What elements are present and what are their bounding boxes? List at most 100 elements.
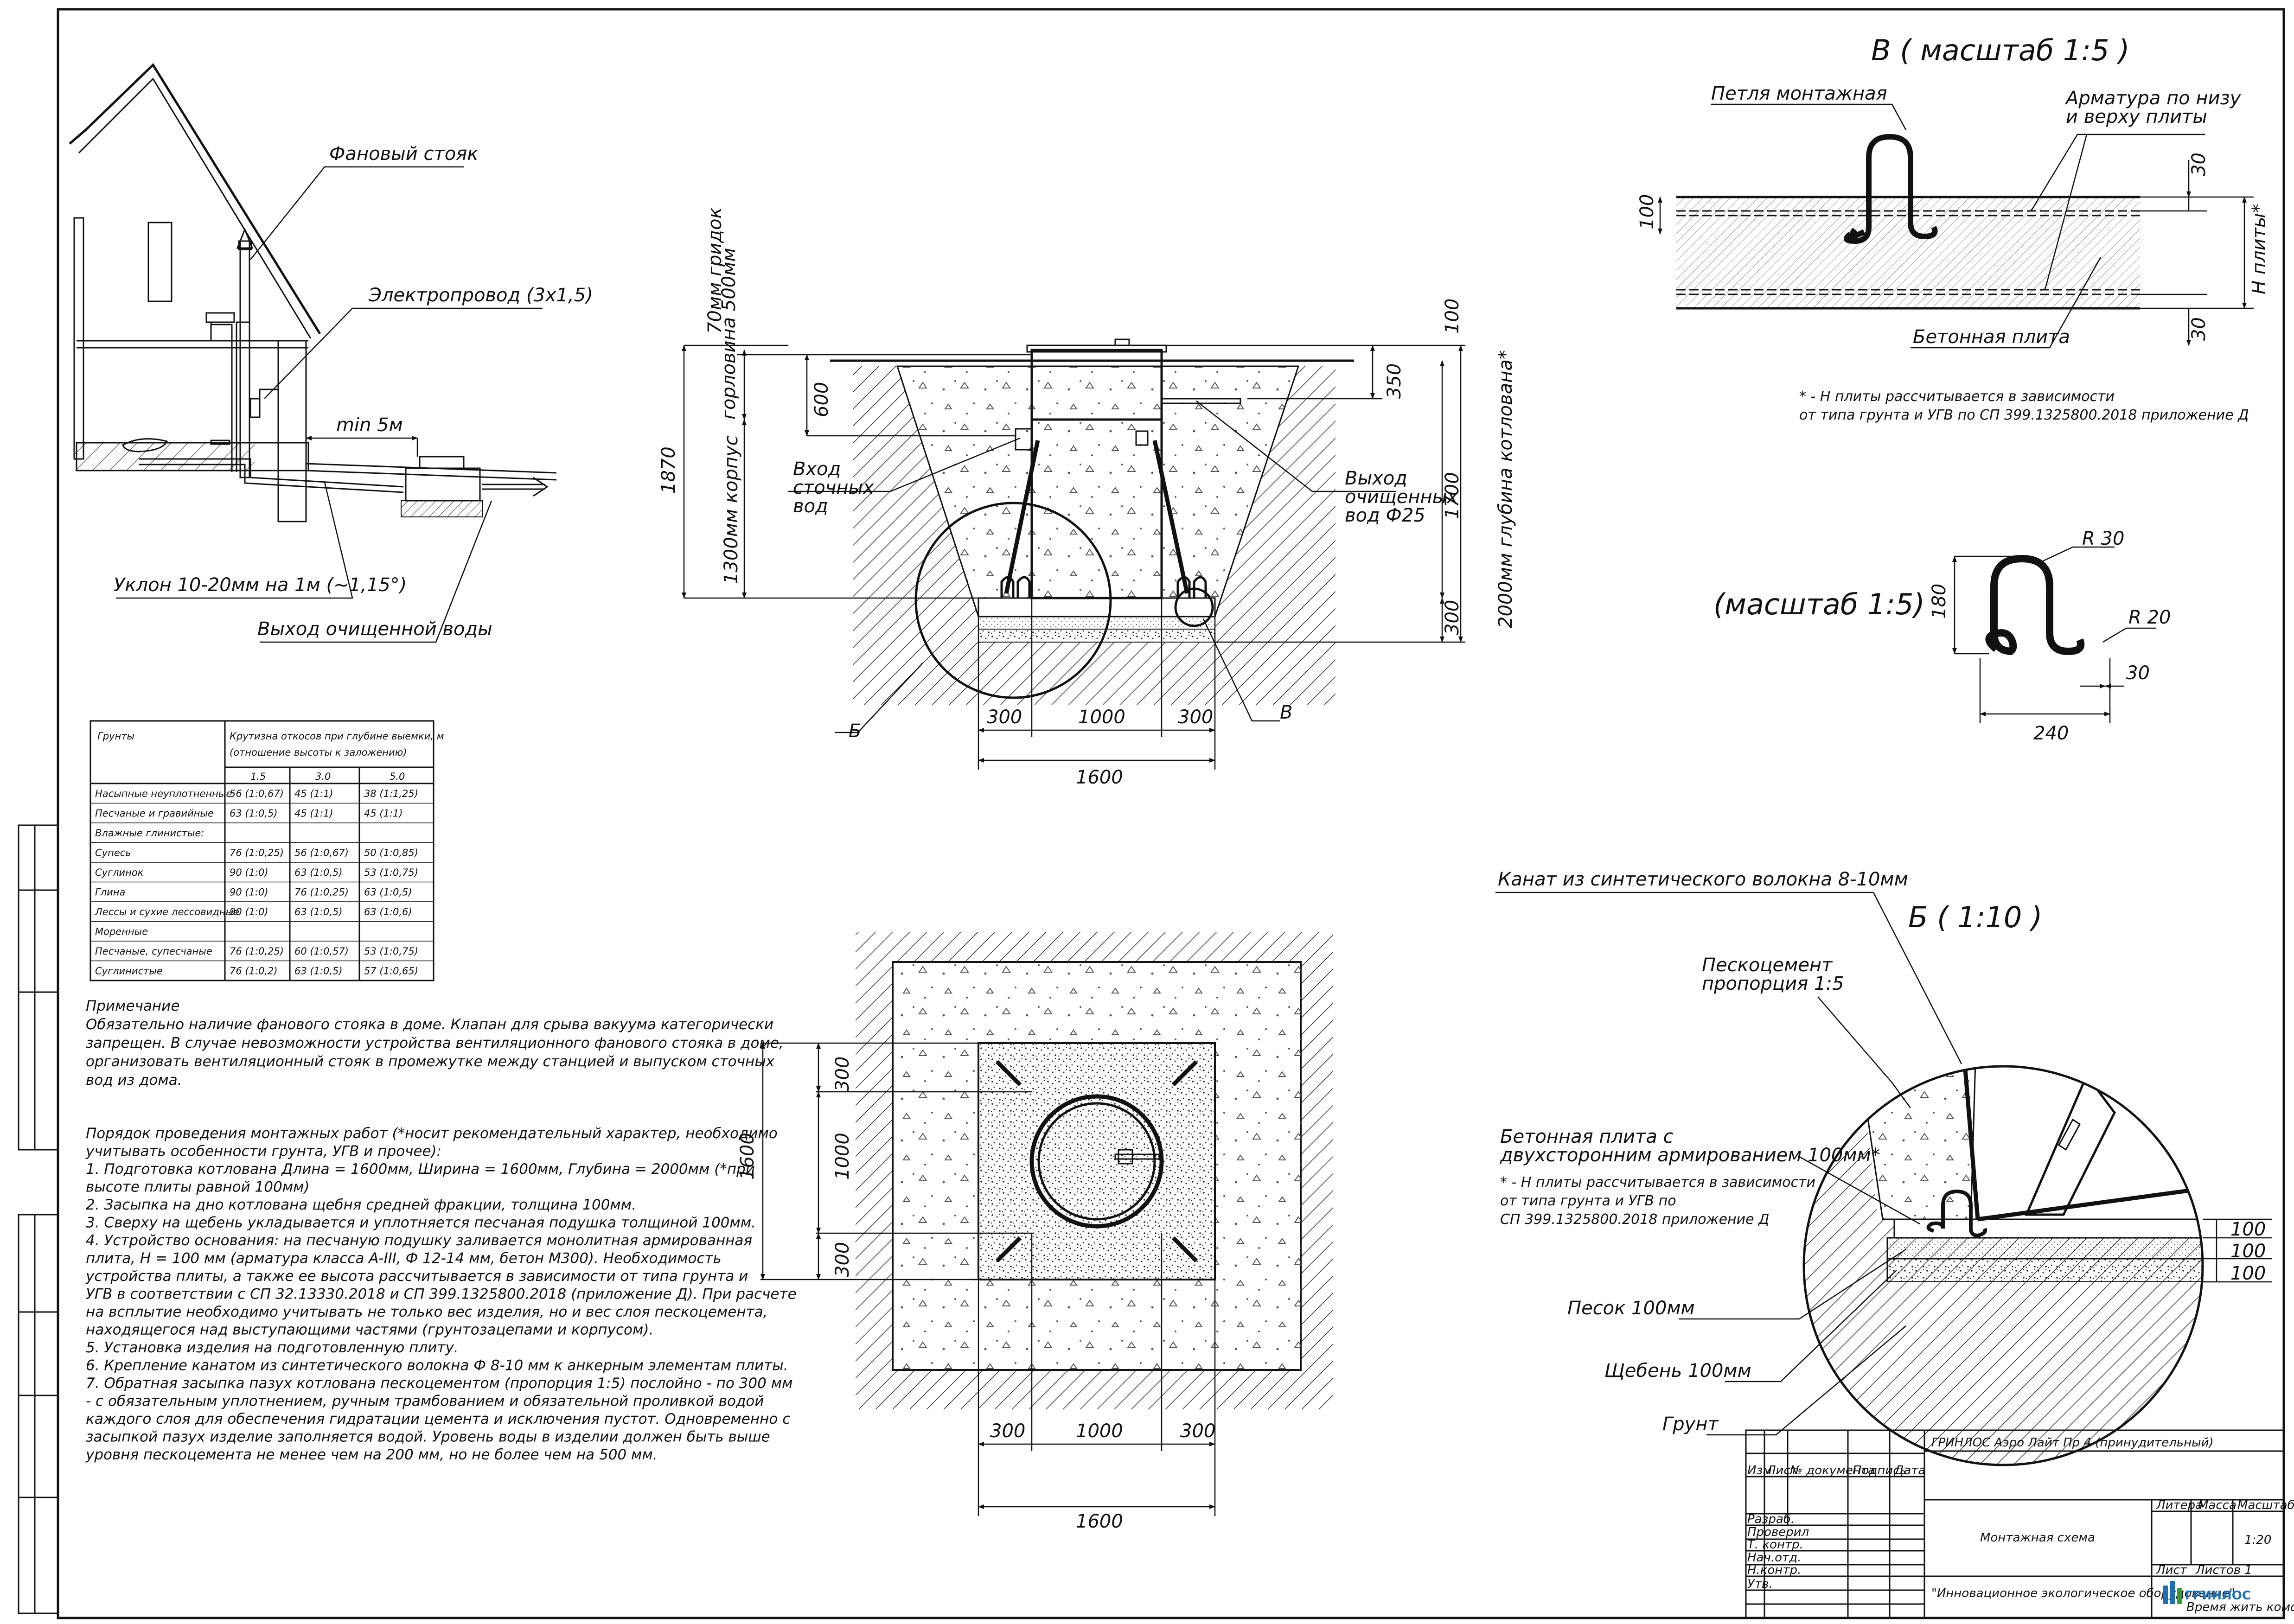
- plan-dim-w300b: 300: [1180, 1420, 1215, 1442]
- product-name: ГРИНЛОС Аэро Лайт Пр 4 (принудительный): [1931, 1436, 2214, 1450]
- detail-b-dim-3: 100: [2230, 1263, 2266, 1284]
- procedure-line: УГВ в соответствии с СП 32.13330.2018 и …: [86, 1286, 797, 1303]
- table-cell: 56 (1:0,67): [230, 788, 284, 799]
- soil-col-header: Грунты: [97, 731, 134, 742]
- procedure-line: плита, Н = 100 мм (арматура класса А-III…: [86, 1250, 722, 1267]
- plan-view: 300 1000 300 1600 300 1000 300 1600: [737, 932, 1333, 1532]
- procedure-line: 3. Сверху на щебень укладывается и уплот…: [86, 1215, 756, 1231]
- procedure-line: высоте плиты равной 100мм): [86, 1179, 310, 1196]
- dim-width-1000: 1000: [1078, 707, 1125, 728]
- col-date: Дата: [1894, 1464, 1925, 1478]
- detail-v-dim-30b: 30: [2188, 317, 2210, 341]
- dim-600: 600: [811, 382, 832, 417]
- detail-v-footnote-2: от типа грунта и УГВ по СП 399.1325800.2…: [1799, 407, 2249, 423]
- depth-3: 5.0: [390, 771, 405, 782]
- outlet-line-1: Выход: [1345, 468, 1407, 489]
- procedure-line: 5. Установка изделия на подготовленную п…: [86, 1339, 459, 1356]
- detail-b-rope-label: Канат из синтетического волокна 8-10мм: [1498, 869, 1908, 890]
- slope-col-header-1: Крутизна откосов при глубине выемки, м: [230, 731, 444, 742]
- detail-v-footnote-1: * - Н плиты рассчитывается в зависимости: [1799, 388, 2115, 405]
- detail-b-sand-label: Песок 100мм: [1567, 1298, 1695, 1319]
- loop-r30: R 30: [2082, 528, 2124, 549]
- table-cell: 63 (1:0,6): [364, 906, 412, 917]
- outlet-label: Выход очищенной воды: [257, 618, 492, 640]
- organization: "Инновационное экологическое оборудовани…: [1931, 1586, 2235, 1600]
- title-block: ГРИНЛОС Аэро Лайт Пр 4 (принудительный) …: [1745, 1429, 2294, 1619]
- house-scheme: Фановый стояк Электропровод (3х1,5) min …: [69, 63, 593, 643]
- detail-b-footnote-1: * - Н плиты рассчитывается в зависимости: [1500, 1174, 1815, 1191]
- table-cell: 50 (1:0,85): [364, 847, 418, 859]
- detail-v: В ( масштаб 1:5 ) 100 30 30 Н плиты* Пет…: [1636, 33, 2270, 423]
- detail-v-loop-label: Петля монтажная: [1711, 83, 1887, 104]
- procedure-line: 7. Обратная засыпка пазух котлована песк…: [86, 1375, 792, 1392]
- neck-label: горловина 500мм: [718, 248, 740, 420]
- procedure-line: на всплытие необходимо учитывать не толь…: [86, 1304, 768, 1320]
- table-cell: 90 (1:0): [230, 867, 268, 878]
- loop-r20: R 20: [2128, 607, 2171, 628]
- procedure-line: 6. Крепление канатом из синтетического в…: [86, 1357, 788, 1374]
- detail-v-title: В ( масштаб 1:5 ): [1871, 33, 2129, 67]
- table-cell: 53 (1:0,75): [364, 867, 418, 878]
- notes-line: вод из дома.: [86, 1072, 182, 1089]
- detail-v-dim-100: 100: [1636, 194, 1658, 229]
- table-row-name: Суглинистые: [95, 966, 163, 977]
- detail-v-rebar-line-2: и верху плиты: [2066, 106, 2207, 127]
- inlet-line-3: вод: [793, 496, 828, 517]
- loop-dim-180: 180: [1929, 584, 1950, 619]
- table-cell: 57 (1:0,65): [364, 966, 418, 977]
- table-cell: 63 (1:0,5): [364, 887, 412, 898]
- plan-dim-1000: 1000: [832, 1133, 853, 1180]
- table-row-name: Песчаные, супесчаные: [95, 946, 212, 957]
- sheet-frame: [57, 8, 2285, 1619]
- depth-label: 2000мм глубина котлована*: [1495, 350, 1516, 628]
- notes-line: запрещен. В случае невозможности устройс…: [86, 1035, 784, 1051]
- depth-1: 1.5: [250, 771, 266, 782]
- detail-v-slab-label: Бетонная плита: [1913, 326, 2070, 348]
- procedure-line: уровня пескоцемента не менее чем на 200 …: [85, 1446, 658, 1463]
- role-label: Проверил: [1747, 1525, 1809, 1539]
- table-cell: 76 (1:0,25): [230, 847, 284, 859]
- slope-col-header-2: (отношение высоты к заложению): [230, 747, 407, 758]
- col-sign: Подпись: [1853, 1464, 1907, 1478]
- outlet-line-2: очищенных: [1345, 486, 1458, 508]
- procedure-line: 1. Подготовка котлована Длина = 1600мм, …: [86, 1161, 755, 1178]
- role-label: Нач.отд.: [1747, 1551, 1801, 1565]
- detail-v-dim-30a: 30: [2188, 153, 2210, 176]
- outlet-line-3: вод Ф25: [1345, 505, 1425, 526]
- procedure-line: Порядок проведения монтажных работ (*нос…: [86, 1125, 778, 1142]
- procedure-line: находящегося над выступающими частями (г…: [86, 1322, 653, 1338]
- notes-title: Примечание: [86, 998, 179, 1014]
- drawing-name: Монтажная схема: [1980, 1531, 2095, 1545]
- detail-b-slab-1: Бетонная плита с: [1500, 1126, 1674, 1147]
- scale-label: Масштаб: [2237, 1498, 2294, 1512]
- loop-dim-30: 30: [2126, 662, 2150, 684]
- detail-b-title: Б ( 1:10 ): [1908, 900, 2042, 934]
- table-row-name: Глина: [95, 887, 125, 898]
- col-izm: Изм.: [1747, 1464, 1776, 1478]
- role-label: Н.контр.: [1747, 1563, 1801, 1577]
- table-row-name: Насыпные неуплотненные: [95, 788, 232, 799]
- col-doc: № документа: [1789, 1464, 1875, 1478]
- dim-width-300b: 300: [1178, 707, 1213, 728]
- notes: Примечание Обязательно наличие фанового …: [85, 998, 797, 1463]
- procedure-line: каждого слоя для обеспечения гидратации …: [86, 1411, 790, 1427]
- litera-label: Литера: [2156, 1498, 2203, 1512]
- procedure-line: 4. Устройство основания: на песчаную под…: [86, 1232, 752, 1249]
- dim-width-300a: 300: [987, 707, 1022, 728]
- brand-name: ГРИНЛОС: [2185, 1589, 2251, 1603]
- procedure-line: - с обязательным уплотнением, ручным тра…: [86, 1393, 764, 1410]
- cable-label: Электропровод (3х1,5): [368, 285, 593, 306]
- table-cell: 76 (1:0,25): [230, 946, 284, 957]
- detail-v-dim-h: Н плиты*: [2249, 204, 2270, 294]
- table-row-name: Лессы и сухие лессовидные: [95, 906, 239, 917]
- vent-riser-label: Фановый стояк: [329, 143, 478, 165]
- min-distance-label: min 5м: [336, 414, 403, 436]
- plan-dim-w300a: 300: [990, 1420, 1025, 1442]
- table-cell: 45 (1:1): [294, 788, 333, 799]
- table-cell: 38 (1:1,25): [364, 788, 418, 799]
- table-cell: 45 (1:1): [294, 808, 333, 819]
- plan-dim-1600: 1600: [737, 1133, 758, 1180]
- loop-detail-title: (масштаб 1:5): [1713, 587, 1925, 621]
- role-label: Утв.: [1747, 1577, 1773, 1591]
